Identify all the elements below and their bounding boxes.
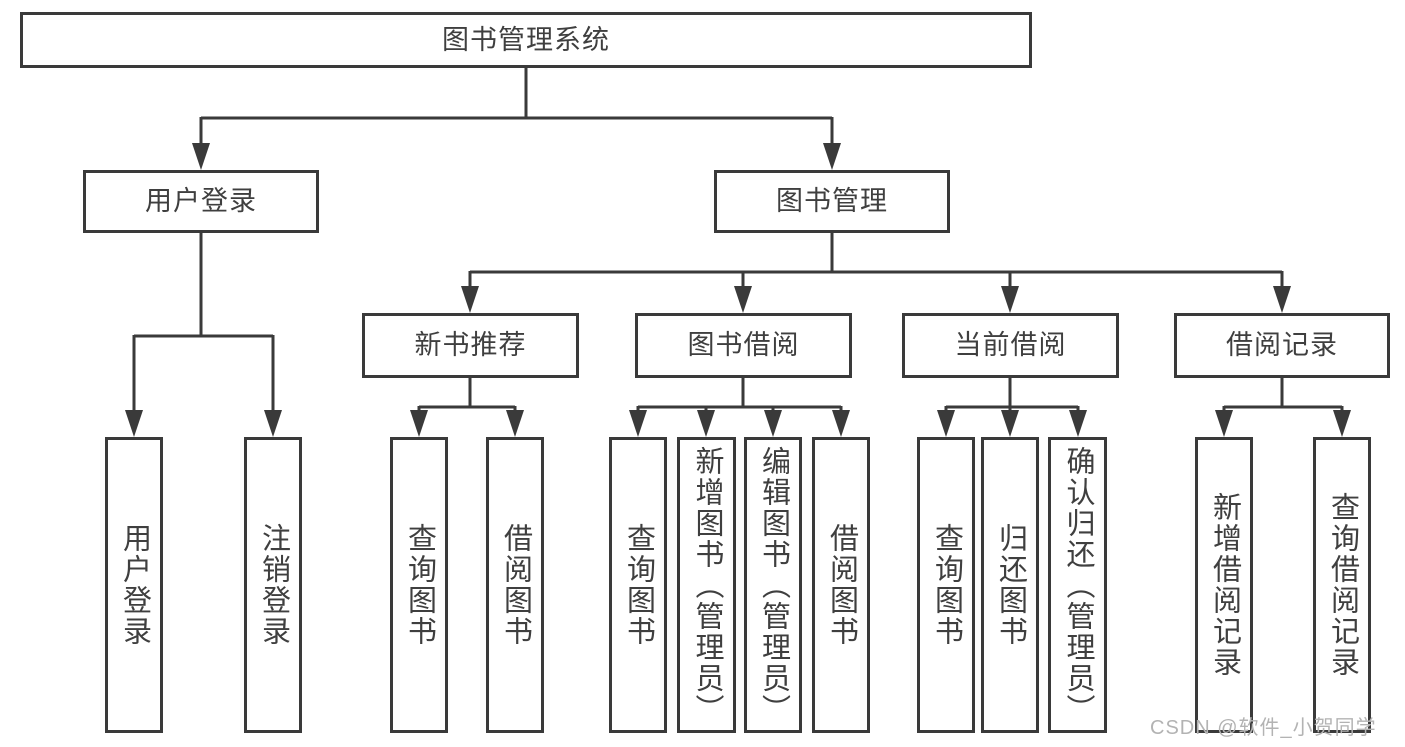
arrowhead	[734, 286, 752, 313]
watermark: CSDN @软件_小贺同学	[1150, 717, 1377, 739]
node-add-borrowing-record: 新增借阅记录	[1195, 437, 1253, 733]
node-user-login-action: 用户登录	[105, 437, 163, 733]
arrowhead	[1001, 286, 1019, 313]
arrowhead	[461, 286, 479, 313]
node-confirm-return-admin: 确认归还（管理员）	[1048, 437, 1107, 733]
arrowhead	[937, 410, 955, 437]
node-book-borrowing: 图书借阅	[635, 313, 852, 378]
arrowhead	[697, 410, 715, 437]
node-edit-books-admin: 编辑图书（管理员）	[744, 437, 802, 733]
arrowhead	[264, 410, 282, 437]
node-borrow-books-borrowing: 借阅图书	[812, 437, 870, 733]
node-query-books-borrowing: 查询图书	[609, 437, 667, 733]
node-borrow-books-recommend: 借阅图书	[486, 437, 544, 733]
node-library-management-system: 图书管理系统	[20, 12, 1032, 68]
node-query-books-recommend: 查询图书	[390, 437, 448, 733]
arrowhead	[1001, 410, 1019, 437]
node-query-books-current: 查询图书	[917, 437, 975, 733]
arrowhead	[1069, 410, 1087, 437]
arrowhead	[506, 410, 524, 437]
node-logout-action: 注销登录	[244, 437, 302, 733]
arrowhead	[823, 143, 841, 170]
node-return-books: 归还图书	[981, 437, 1039, 733]
node-borrowing-records: 借阅记录	[1174, 313, 1390, 378]
arrowhead	[832, 410, 850, 437]
node-query-borrowing-record: 查询借阅记录	[1313, 437, 1371, 733]
arrowhead	[629, 410, 647, 437]
node-book-management-module: 图书管理	[714, 170, 950, 233]
arrowhead	[1273, 286, 1291, 313]
arrowhead	[192, 143, 210, 170]
node-current-borrowing: 当前借阅	[902, 313, 1119, 378]
node-new-book-recommendation: 新书推荐	[362, 313, 579, 378]
node-add-books-admin: 新增图书（管理员）	[677, 437, 736, 733]
node-user-login-module: 用户登录	[83, 170, 319, 233]
arrowhead	[125, 410, 143, 437]
arrowhead	[764, 410, 782, 437]
arrowhead	[1215, 410, 1233, 437]
arrowhead	[410, 410, 428, 437]
arrowhead	[1333, 410, 1351, 437]
